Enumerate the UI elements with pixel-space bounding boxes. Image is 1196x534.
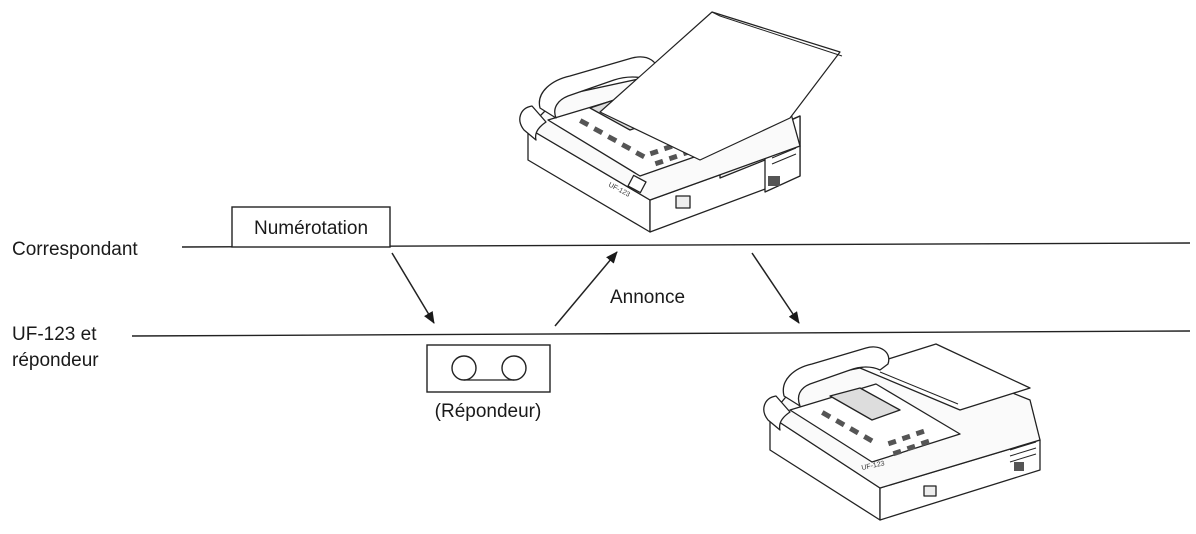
- dialing-step-label: Numérotation: [254, 218, 368, 239]
- fax-machine-receiver-icon: [763, 343, 1041, 521]
- announcement-label: Annonce: [610, 287, 685, 308]
- fax-transfer-arrow: [751, 252, 800, 324]
- uf123-timeline: [131, 330, 1191, 337]
- announcement-arrow: [554, 251, 618, 327]
- fax-machine-sender-icon: [519, 11, 843, 233]
- answering-machine-label: (Répondeur): [435, 401, 542, 422]
- dialing-step-box: [231, 206, 391, 248]
- uf123-row-label-line2: répondeur: [12, 350, 99, 371]
- correspondent-row-label: Correspondant: [12, 239, 138, 260]
- receiver-fax-model-label: UF-123: [861, 460, 885, 472]
- answering-machine-icon: [426, 344, 551, 393]
- uf123-row-label-line1: UF-123 et: [12, 324, 97, 345]
- dialing-arrow: [391, 252, 435, 324]
